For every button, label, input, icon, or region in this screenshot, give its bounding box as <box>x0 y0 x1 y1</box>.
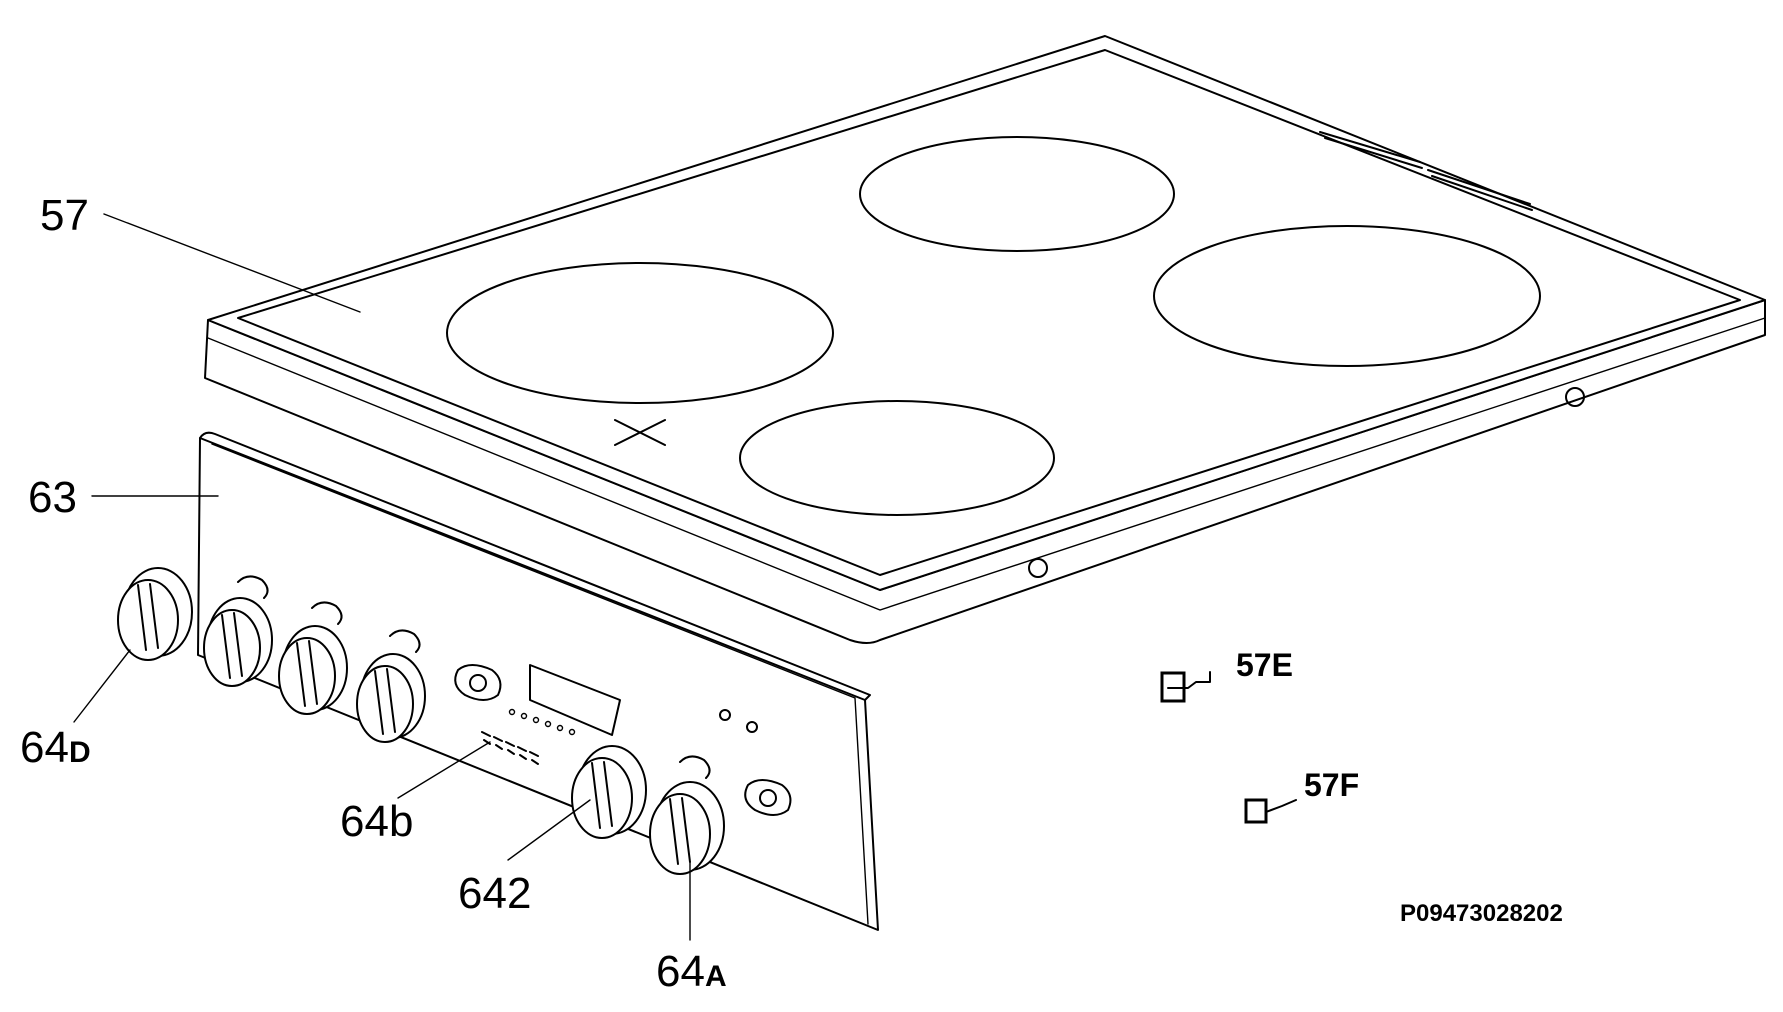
label-57e: 57E <box>1236 647 1293 683</box>
screw-hole <box>1565 387 1585 407</box>
cooking-zone-front-right <box>739 400 1055 516</box>
knob-3 <box>278 601 348 715</box>
screw-hole <box>1028 558 1048 578</box>
cooking-zone-front-left <box>446 262 834 404</box>
part-57e-clip <box>1160 671 1211 703</box>
label-64b: 64b <box>340 797 413 846</box>
leader-64d <box>73 649 131 723</box>
knob-64d <box>117 567 193 661</box>
display-window <box>529 664 621 736</box>
indicator-dots <box>508 708 576 736</box>
label-57: 57 <box>40 191 89 240</box>
label-64d: 64D <box>20 723 91 772</box>
cooking-zone-rear-left <box>859 136 1175 252</box>
label-63: 63 <box>28 473 77 522</box>
leader-64b <box>397 741 491 799</box>
hob-front-edge <box>204 299 1766 644</box>
label-64a: 64A <box>656 947 727 996</box>
hob-vent <box>1319 131 1423 169</box>
panel-boss <box>744 779 792 816</box>
drawing-code: P09473028202 <box>1400 900 1563 927</box>
hob-top <box>204 35 1766 644</box>
label-57f: 57F <box>1304 767 1359 803</box>
knob-642 <box>571 745 647 839</box>
knob-2 <box>203 575 273 687</box>
hob-top-surface <box>207 35 1766 591</box>
knob-4 <box>356 629 426 743</box>
indicator-lamps <box>481 731 539 765</box>
label-642: 642 <box>458 869 531 918</box>
hob-inner-rim <box>237 49 1741 576</box>
leader-57 <box>103 213 361 313</box>
cooking-zone-rear-right <box>1153 225 1541 367</box>
panel-symbol <box>719 709 731 721</box>
zone-cross-mark <box>614 419 666 446</box>
hob-vent <box>1427 169 1533 211</box>
knob-64a <box>649 755 725 875</box>
part-57f-clip <box>1244 798 1297 824</box>
panel-symbol <box>746 721 758 733</box>
panel-boss <box>454 664 502 701</box>
leader-642 <box>507 799 591 861</box>
